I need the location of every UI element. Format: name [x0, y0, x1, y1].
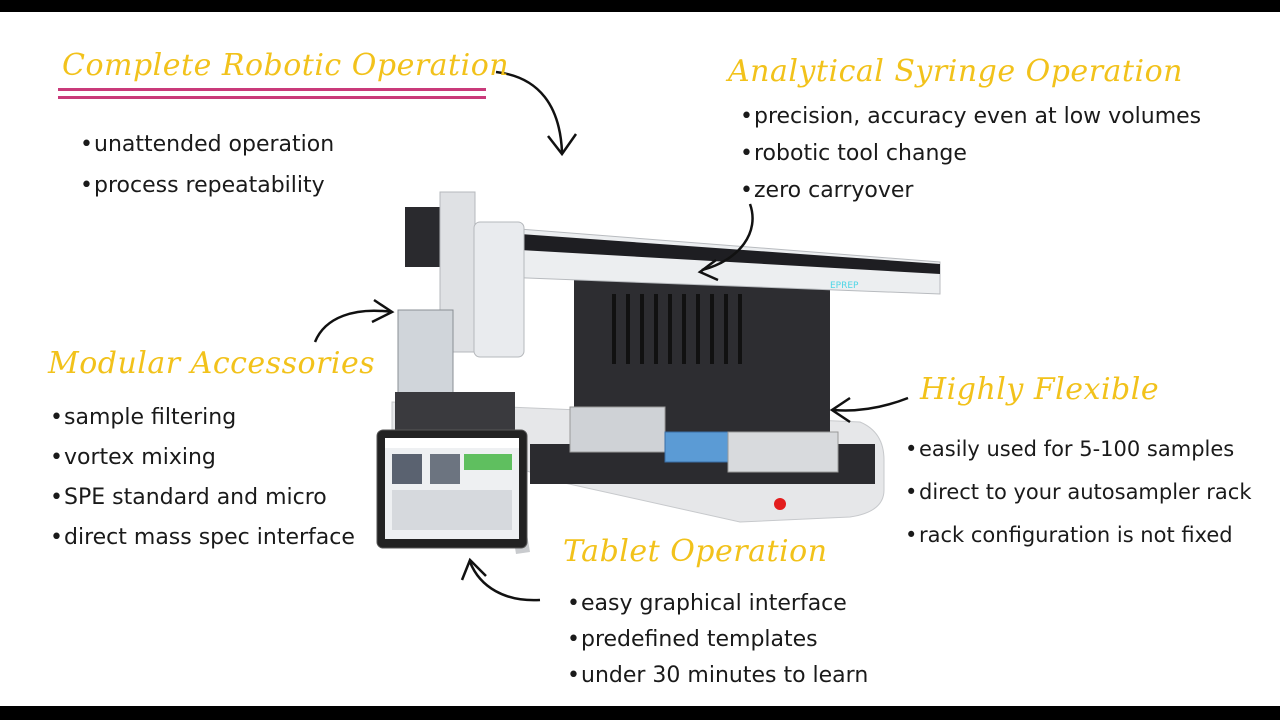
robot-device-illustration: EPREP — [313, 70, 941, 602]
modular-item: vortex mixing — [50, 438, 355, 478]
syringe-list: precision, accuracy even at low volumes … — [740, 98, 1201, 209]
heading-modular: Modular Accessories — [48, 346, 376, 381]
arrow-flexible-head-icon — [829, 396, 851, 424]
arrow-flexible-icon — [833, 396, 909, 412]
arrowhead-modular-icon — [371, 298, 395, 324]
letterbox-top — [0, 0, 1280, 12]
flexible-item: rack configuration is not fixed — [905, 514, 1252, 557]
modular-item: direct mass spec interface — [50, 518, 355, 558]
heading-flexible: Highly Flexible — [920, 372, 1160, 407]
tablet-device — [376, 429, 530, 554]
robot-head — [473, 221, 525, 358]
flexible-item: easily used for 5-100 samples — [905, 428, 1252, 471]
flexible-list: easily used for 5-100 samples direct to … — [905, 428, 1252, 557]
letterbox-bottom — [0, 706, 1280, 720]
arrow-syringe-icon — [701, 203, 754, 272]
emergency-stop-button — [774, 498, 786, 510]
modular-item: sample filtering — [50, 398, 355, 438]
tablet-item: under 30 minutes to learn — [567, 658, 868, 694]
arrowhead-robotic-icon — [547, 133, 578, 157]
arrow-modular-icon — [313, 309, 393, 343]
arrow-tablet-icon — [468, 561, 541, 602]
heading-robotic: Complete Robotic Operation — [62, 48, 510, 83]
syringe-item: zero carryover — [740, 172, 1201, 209]
tablet-item: predefined templates — [567, 622, 868, 658]
modular-item: SPE standard and micro — [50, 478, 355, 518]
syringe-item: precision, accuracy even at low volumes — [740, 98, 1201, 135]
tablet-list: easy graphical interface predefined temp… — [567, 586, 868, 694]
gantry-rail — [520, 234, 940, 274]
heading-underline-1 — [58, 88, 486, 91]
syringe-rack — [612, 294, 742, 364]
accessory-module — [395, 392, 515, 432]
arrowhead-tablet-icon — [460, 557, 487, 581]
robotic-item: process repeatability — [80, 165, 334, 206]
accessory-tube-rack — [397, 309, 454, 396]
device-logo: EPREP — [830, 281, 859, 291]
arrow-robotic-icon — [495, 70, 564, 153]
heading-syringe: Analytical Syringe Operation — [728, 54, 1183, 89]
modular-list: sample filtering vortex mixing SPE stand… — [50, 398, 355, 558]
heading-tablet: Tablet Operation — [563, 534, 828, 569]
heading-underline-2 — [58, 96, 486, 99]
flexible-item: direct to your autosampler rack — [905, 471, 1252, 514]
sample-rack-2 — [727, 431, 839, 473]
sample-rack-1 — [569, 406, 666, 453]
robotic-item: unattended operation — [80, 124, 334, 165]
slide-canvas: EPREP — [0, 12, 1280, 706]
syringe-item: robotic tool change — [740, 135, 1201, 172]
tablet-item: easy graphical interface — [567, 586, 868, 622]
robotic-list: unattended operation process repeatabili… — [80, 124, 334, 206]
arrowhead-syringe-icon — [697, 259, 719, 282]
